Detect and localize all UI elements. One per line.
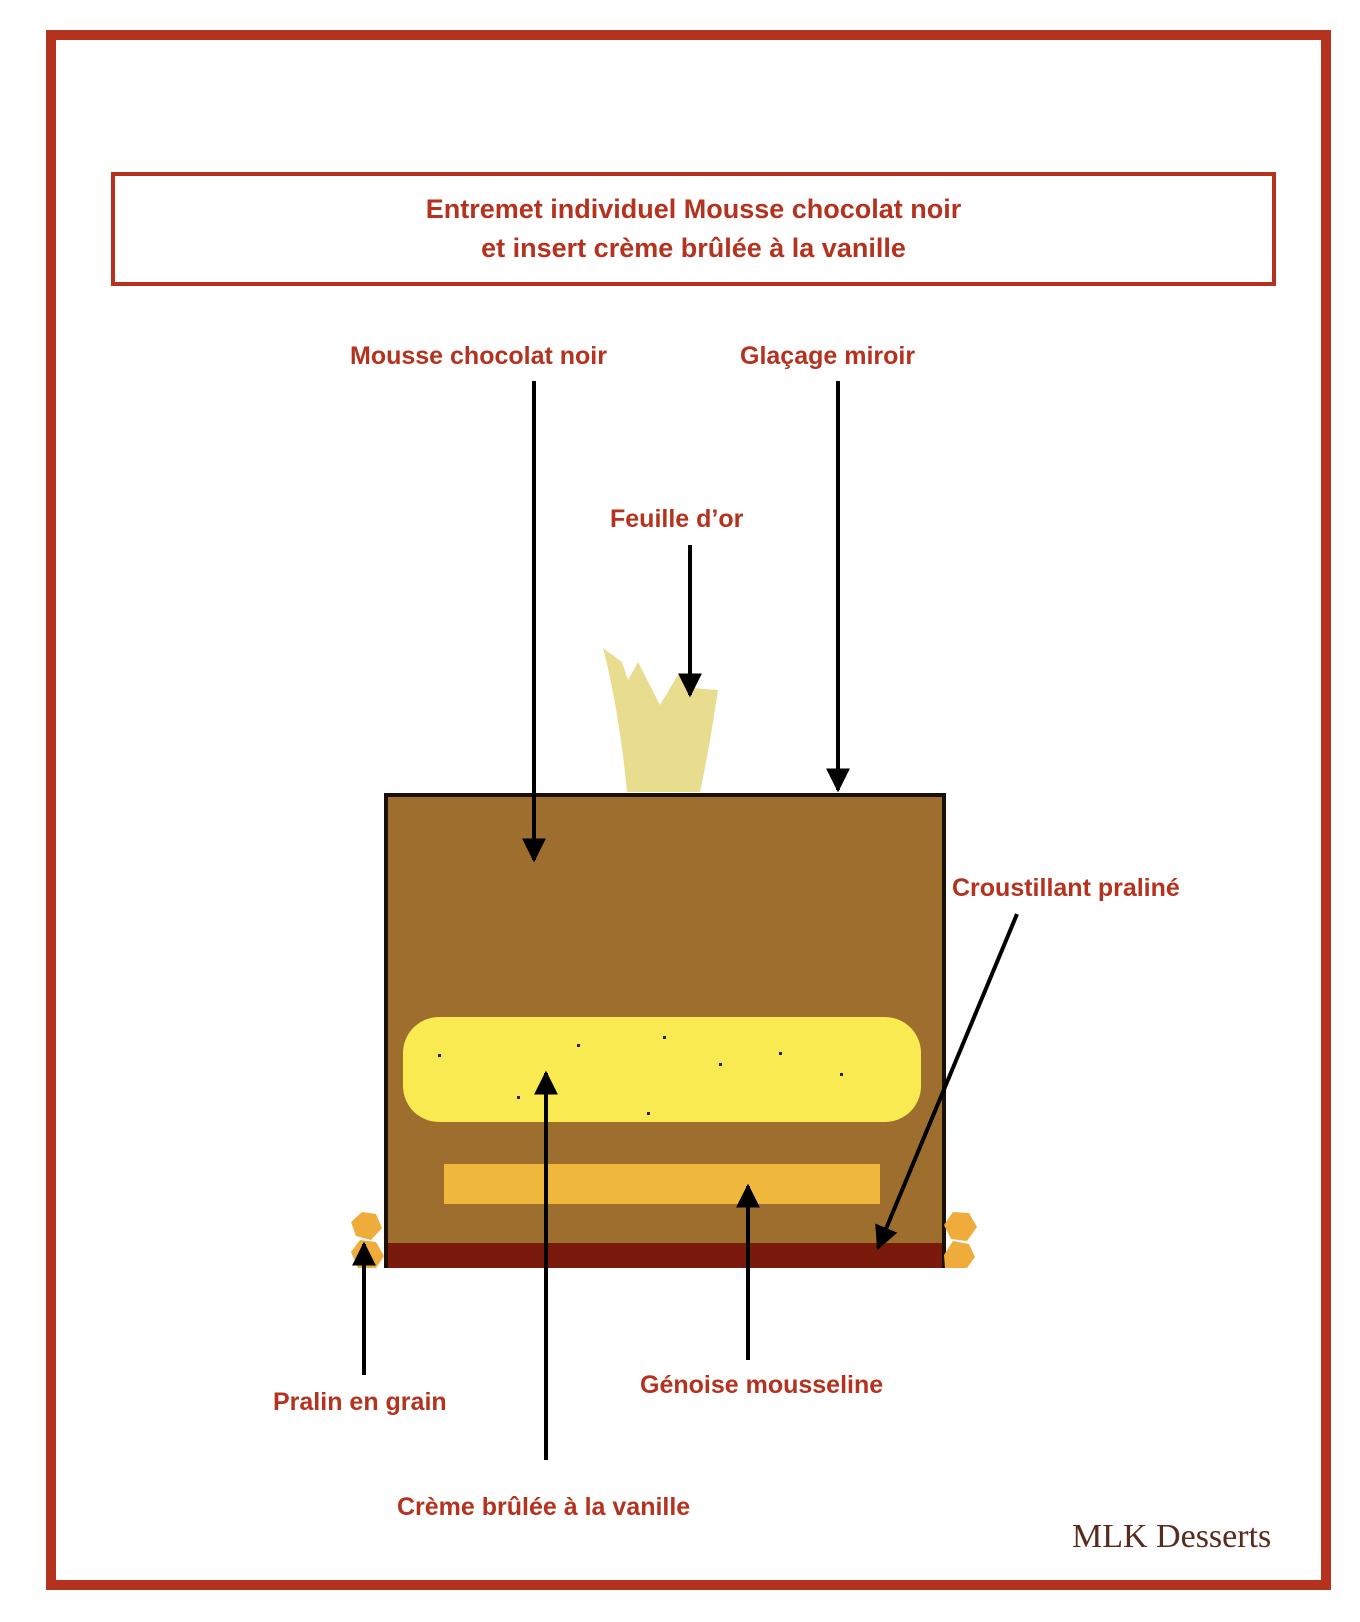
creme-insert xyxy=(403,1017,921,1122)
arrow-croustillant xyxy=(875,913,1019,1251)
title-line-1: Entremet individuel Mousse chocolat noir xyxy=(425,194,962,224)
feuille-or-shape xyxy=(603,648,718,792)
croustillant-layer xyxy=(386,1243,944,1268)
label-glacage: Glaçage miroir xyxy=(740,342,916,370)
mousse-outline xyxy=(384,793,946,1268)
label-pralin: Pralin en grain xyxy=(273,1388,447,1416)
pralin-grains-left xyxy=(351,1212,384,1268)
label-feuille: Feuille d’or xyxy=(610,505,744,533)
title-box: Entremet individuel Mousse chocolat noir… xyxy=(111,172,1276,286)
vanilla-speck xyxy=(517,1096,520,1099)
vanilla-speck xyxy=(719,1063,722,1066)
pralin-grain xyxy=(944,1212,977,1241)
title-line-2: et insert crème brûlée à la vanille xyxy=(481,233,906,263)
vanilla-speck xyxy=(577,1044,580,1047)
label-genoise: Génoise mousseline xyxy=(640,1371,884,1399)
pralin-grains-right xyxy=(944,1212,977,1268)
label-croustillant: Croustillant praliné xyxy=(952,874,1180,902)
pralin-grain xyxy=(351,1240,384,1268)
vanilla-speck xyxy=(438,1054,441,1057)
label-creme: Crème brûlée à la vanille xyxy=(397,1493,691,1521)
pralin-grain xyxy=(351,1212,382,1240)
vanilla-speck xyxy=(779,1052,782,1055)
genoise-layer xyxy=(444,1164,880,1204)
vanilla-speck xyxy=(647,1112,650,1115)
vanilla-speck xyxy=(663,1036,666,1039)
label-mousse: Mousse chocolat noir xyxy=(350,342,607,370)
vanilla-speck xyxy=(840,1073,843,1076)
pralin-grain xyxy=(944,1241,975,1268)
vanilla-specks xyxy=(438,1036,843,1115)
brand-signature: MLK Desserts xyxy=(1072,1518,1272,1555)
